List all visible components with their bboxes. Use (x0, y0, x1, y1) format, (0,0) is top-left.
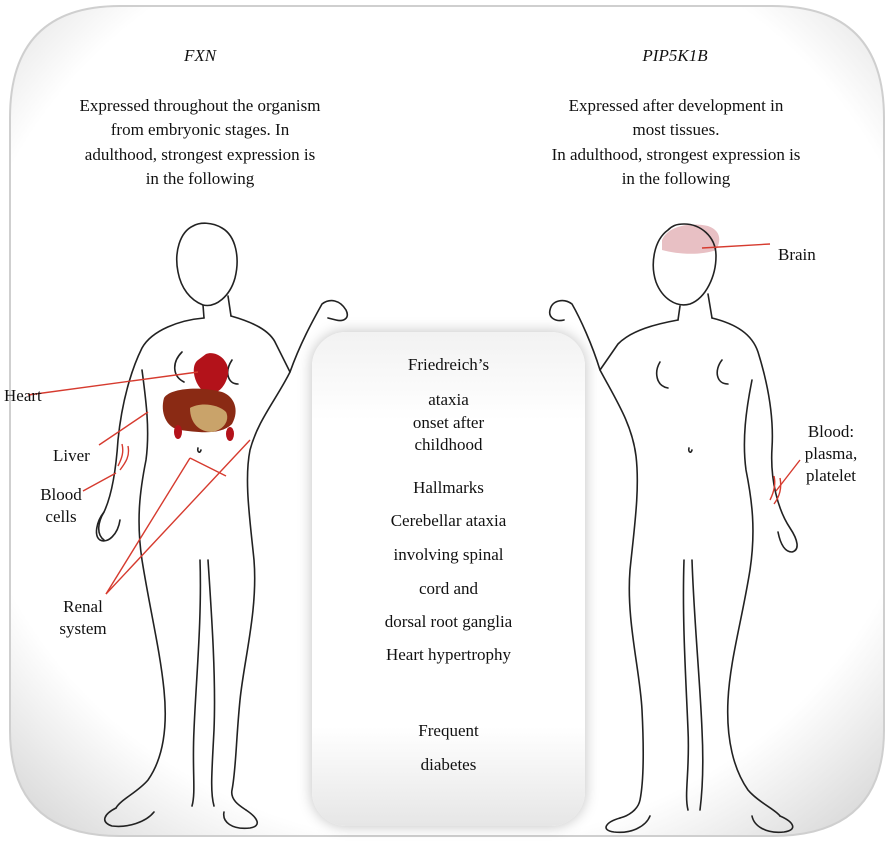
right-description-line-1: Expressed after development in (506, 94, 846, 118)
disease-info-box: Friedreich’s ataxia onset after childhoo… (312, 332, 585, 826)
left-description-line-4: in the following (40, 167, 360, 191)
center-line-11: Frequent (312, 720, 585, 742)
right-description-line-2: most tissues. (506, 118, 846, 142)
label-liver: Liver (53, 445, 90, 466)
center-line-1: Friedreich’s (312, 354, 585, 376)
left-description-line-2: from embryonic stages. In (40, 118, 360, 142)
label-blood-line-3: platelet (796, 465, 866, 486)
label-heart: Heart (4, 385, 42, 406)
label-blood-cells-line-1: Blood (31, 484, 91, 505)
left-description-line-1: Expressed throughout the organism (40, 94, 360, 118)
right-description-line-4: in the following (506, 167, 846, 191)
right-gene-name: PIP5K1B (610, 44, 740, 68)
left-gene-name: FXN (150, 44, 250, 68)
center-line-3: onset after (312, 412, 585, 434)
center-line-9: dorsal root ganglia (312, 611, 585, 633)
label-renal-line-2: system (48, 618, 118, 639)
center-line-6: Cerebellar ataxia (312, 510, 585, 532)
center-line-10: Heart hypertrophy (312, 644, 585, 666)
center-line-8: cord and (312, 578, 585, 600)
label-blood-line-1: Blood: (796, 421, 866, 442)
label-renal-line-1: Renal (48, 596, 118, 617)
label-blood-line-2: plasma, (796, 443, 866, 464)
center-line-4: childhood (312, 434, 585, 456)
center-line-12: diabetes (312, 754, 585, 776)
left-description-line-3: adulthood, strongest expression is (40, 143, 360, 167)
label-blood-cells-line-2: cells (31, 506, 91, 527)
center-line-5: Hallmarks (312, 477, 585, 499)
center-line-2: ataxia (312, 389, 585, 411)
label-brain: Brain (778, 244, 816, 265)
right-description-line-3: In adulthood, strongest expression is (506, 143, 846, 167)
center-line-7: involving spinal (312, 544, 585, 566)
